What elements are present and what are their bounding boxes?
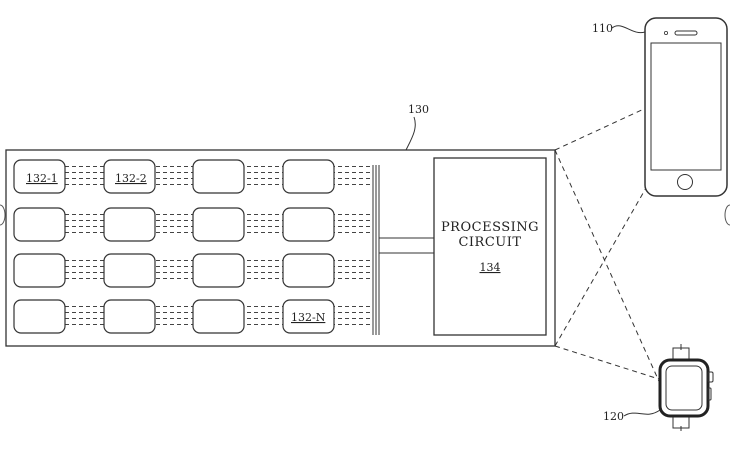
- sensor-cell: [282, 253, 335, 288]
- sensor-cell: [192, 159, 245, 194]
- bus-to-processor: [379, 237, 434, 254]
- cell-label-132-N: 132-N: [291, 311, 326, 324]
- sensor-cell: [103, 159, 156, 194]
- sensor-cell: [192, 253, 245, 288]
- processing-ref: 134: [480, 261, 501, 274]
- sensor-cell: [192, 207, 245, 242]
- smartphone-icon: [644, 17, 728, 197]
- array-ref-leader: [405, 116, 416, 151]
- right-edge-mark: [724, 204, 730, 226]
- processing-line2: CIRCUIT: [458, 235, 521, 250]
- sensor-cell-array: [13, 159, 335, 334]
- sensor-cell: [282, 207, 335, 242]
- vertical-bus: [372, 165, 380, 335]
- sensor-cell: [13, 299, 66, 334]
- phone-ref-label: 110: [592, 22, 613, 35]
- watch-ref-leader: [623, 409, 661, 417]
- sensor-cell: [103, 253, 156, 288]
- sensor-cell: [192, 299, 245, 334]
- sensor-cell: [103, 207, 156, 242]
- cell-label-132-2: 132-2: [115, 172, 147, 185]
- projection-lines: [554, 107, 663, 389]
- sensor-cell: [103, 299, 156, 334]
- module-frame: [5, 149, 556, 347]
- left-edge-mark: [0, 204, 6, 226]
- phone-ref-leader: [611, 25, 646, 34]
- cell-label-132-1: 132-1: [26, 172, 58, 185]
- sensor-cell: [13, 253, 66, 288]
- sensor-cell: [282, 159, 335, 194]
- sensor-cell: [13, 159, 66, 194]
- processing-line1: PROCESSING: [441, 220, 539, 235]
- watch-ref-label: 120: [603, 410, 624, 423]
- sensor-cell: [282, 299, 335, 334]
- smartwatch-icon: [658, 344, 714, 431]
- sensor-cell: [13, 207, 66, 242]
- processing-circuit-block: [433, 157, 547, 336]
- array-ref-label: 130: [408, 103, 429, 116]
